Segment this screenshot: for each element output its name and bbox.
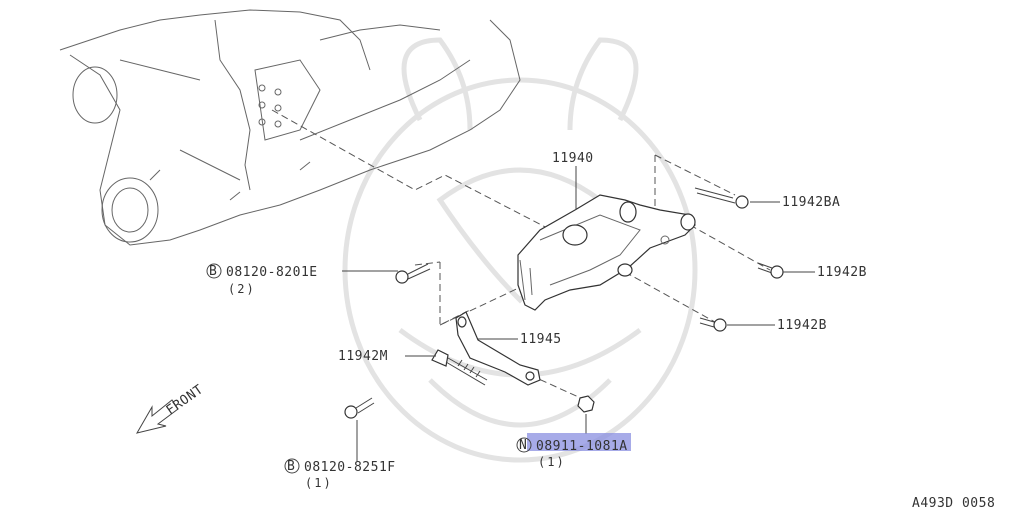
part-label-11942BA[interactable]: 11942BA xyxy=(782,195,840,210)
fastener-label-08911-1081A[interactable]: N 08911-1081A (1) xyxy=(516,437,628,469)
assembly-guide-lines xyxy=(271,109,771,401)
leader-lines xyxy=(342,166,815,461)
bolt-08120-8251F[interactable] xyxy=(344,397,375,419)
bolt-prefix-b: B xyxy=(209,264,217,279)
bolt-prefix-b: B xyxy=(287,459,295,474)
part-label-11940[interactable]: 11940 xyxy=(552,151,594,166)
fastener-qty: (1) xyxy=(305,476,333,490)
front-label: FRONT xyxy=(164,382,207,418)
highlight-08911-1081A xyxy=(527,433,631,451)
nut-prefix-n: N xyxy=(519,438,527,453)
fastener-label-08120-8201E[interactable]: B 08120-8201E (2) xyxy=(206,263,318,296)
fastener-number: 08120-8201E xyxy=(226,265,318,280)
part-label-11942B-upper[interactable]: 11942B xyxy=(817,265,867,280)
fastener-label-08120-8251F[interactable]: B 08120-8251F (1) xyxy=(284,458,396,490)
part-label-11942M[interactable]: 11942M xyxy=(338,349,388,364)
nut-08911-1081A[interactable] xyxy=(577,395,595,413)
part-label-11945[interactable]: 11945 xyxy=(520,332,562,347)
front-arrow-icon xyxy=(135,399,179,434)
stud-11942M[interactable] xyxy=(431,349,488,386)
fastener-qty: (1) xyxy=(538,455,566,469)
bolt-11942B-upper[interactable] xyxy=(757,262,784,279)
bolt-11942BA[interactable] xyxy=(694,187,749,209)
engine-block-illustration xyxy=(59,9,521,246)
bracket-11945[interactable] xyxy=(455,311,541,386)
bolt-11942B-lower[interactable] xyxy=(699,317,727,332)
engine-mount-bracket-11940[interactable] xyxy=(517,194,696,311)
bolt-08120-8201E[interactable] xyxy=(395,263,431,284)
diagram-code: A493D 0058 xyxy=(912,496,995,511)
fastener-qty: (2) xyxy=(228,282,256,296)
fastener-number: 08120-8251F xyxy=(304,460,396,475)
front-direction-indicator: FRONT xyxy=(135,382,207,434)
fastener-number: 08911-1081A xyxy=(536,439,628,454)
part-label-11942B-lower[interactable]: 11942B xyxy=(777,318,827,333)
